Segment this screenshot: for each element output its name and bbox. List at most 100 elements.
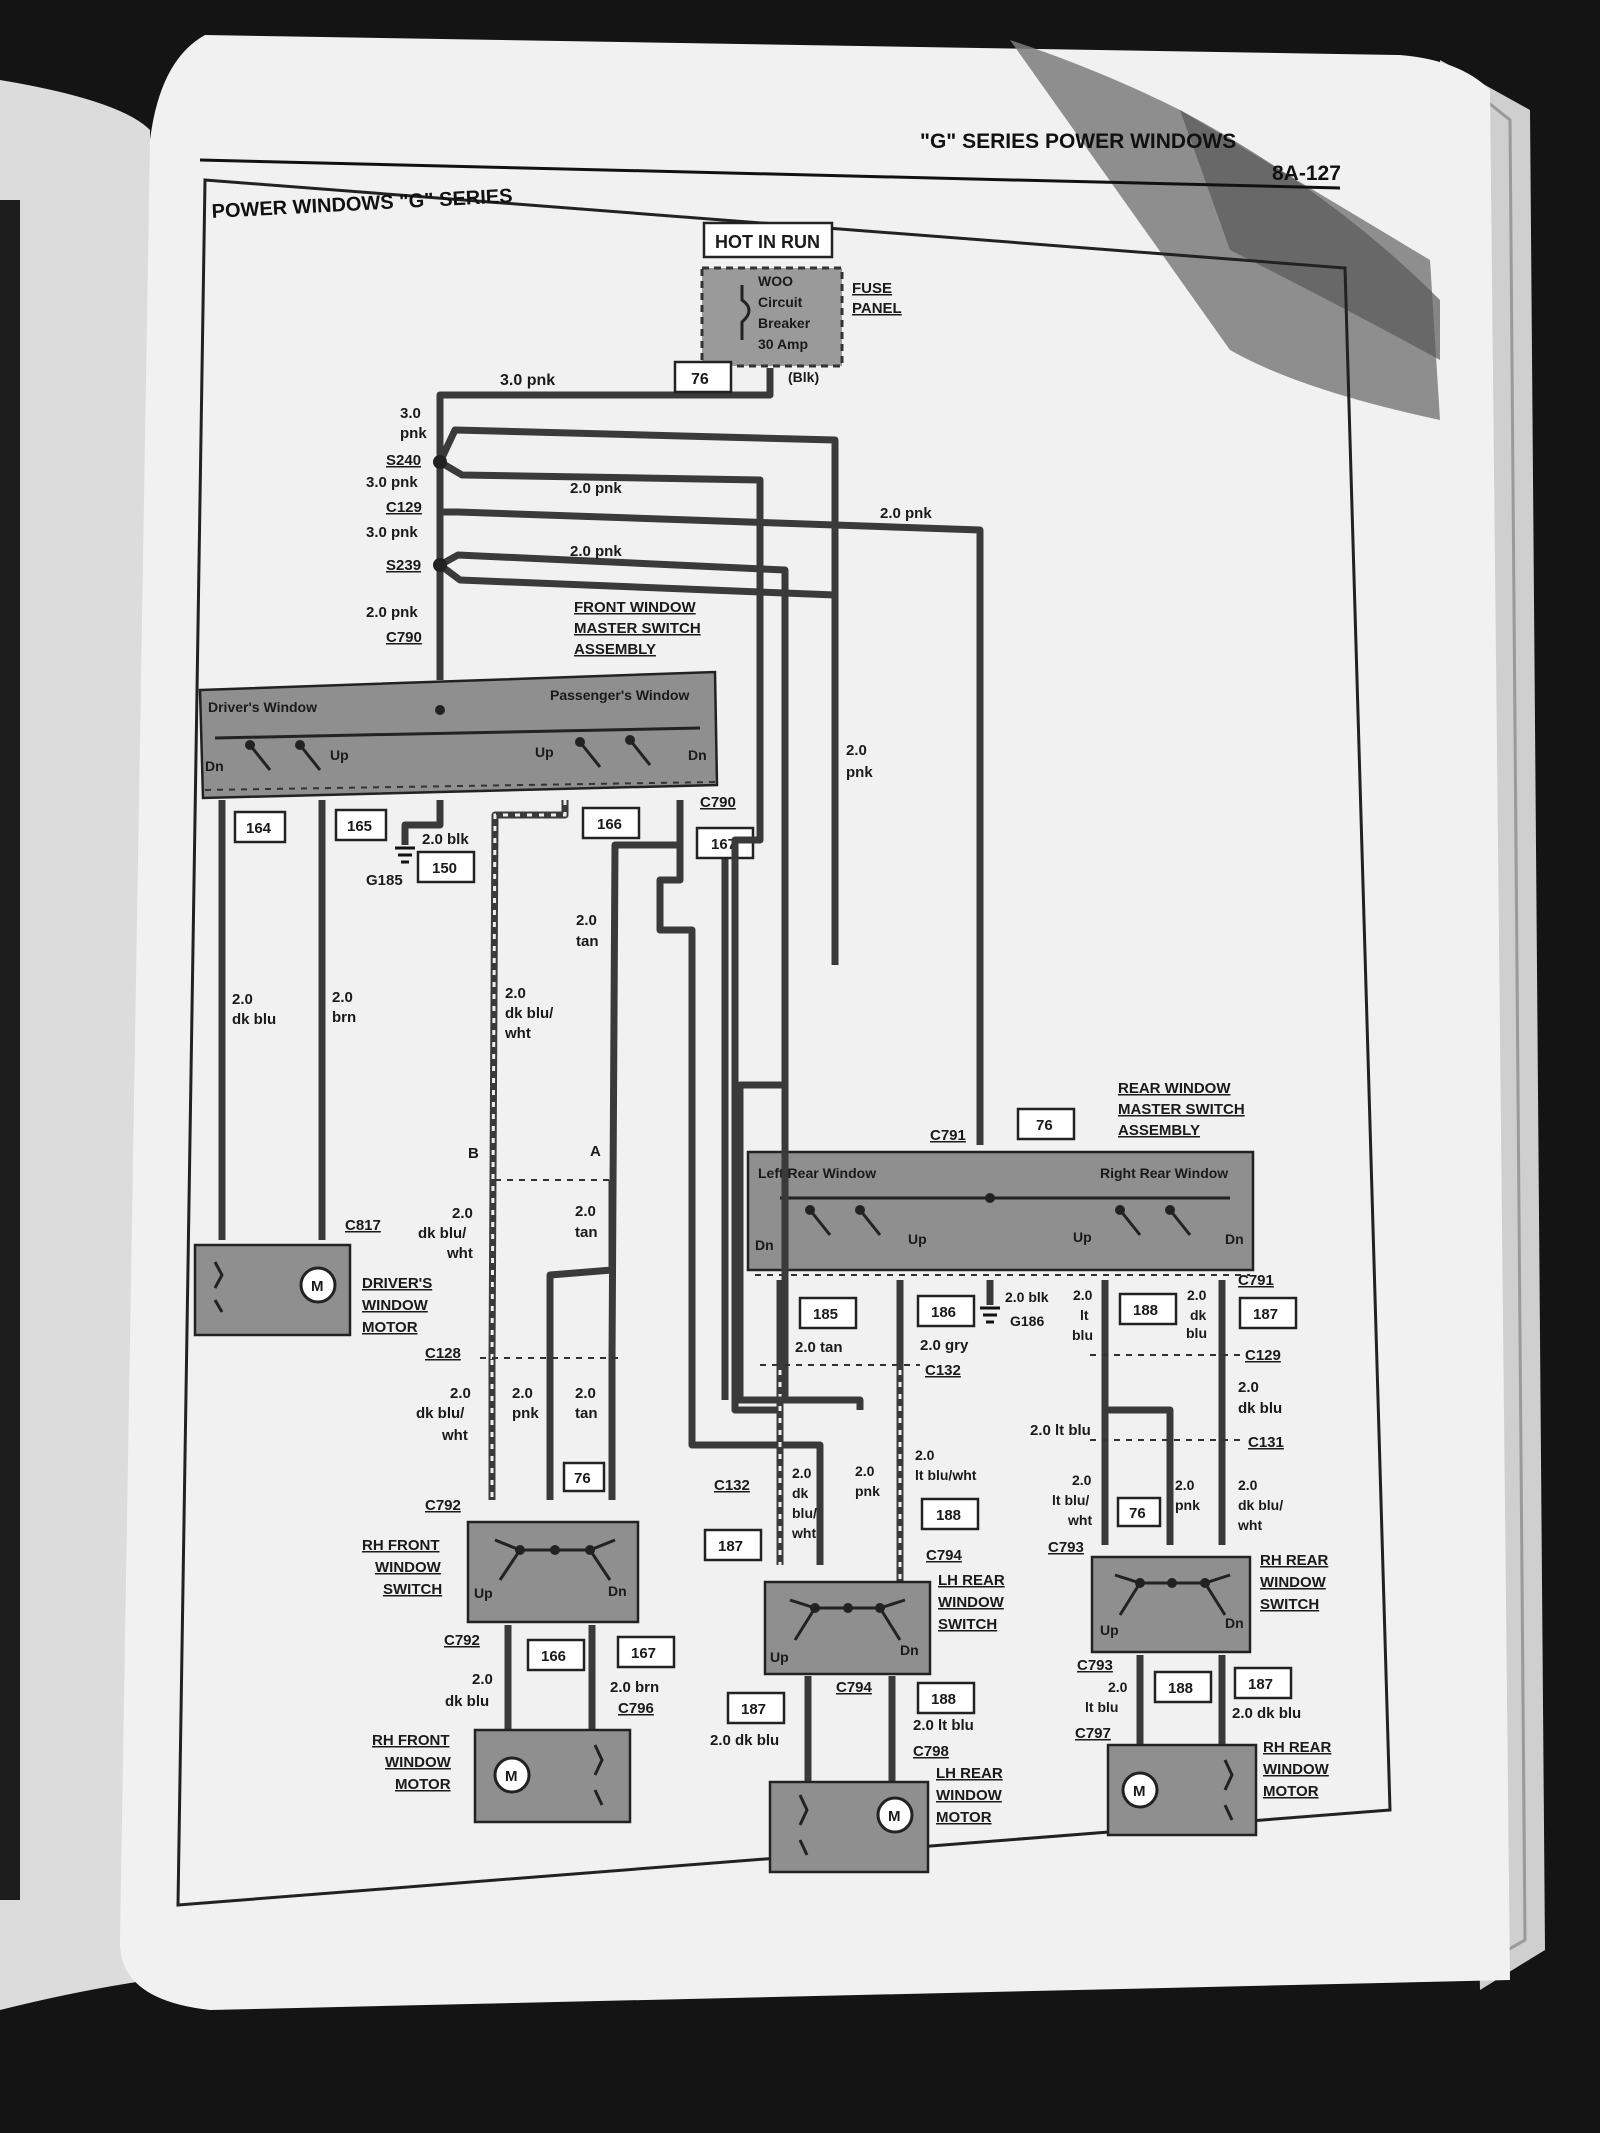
rear-contact-3 [985,1193,995,1203]
circuit-166-box [581,806,641,840]
rh-front-motor-m-icon [493,1756,531,1794]
circuit-150: 150 [432,860,457,877]
connector-S239: S239 [386,557,421,574]
rh-wire1-stripe: wht [441,1427,468,1444]
connector-C132: C132 [925,1362,961,1379]
lh-rear-motor-circuit [798,1794,809,1856]
rh-rear-motor-m-label: M [1133,1783,1146,1800]
connector-C793-top: C793 [1048,1539,1084,1556]
rh-rear-window-switch [1090,1555,1252,1654]
circuit-185-box [798,1296,858,1330]
wire-label-pnk-v: pnk [846,764,873,781]
rhr-wire1-stripe: wht [1067,1512,1092,1528]
rh-rear-motor-m-icon [1121,1771,1159,1809]
rhr-wire3-color: dk blu/ [1238,1497,1283,1513]
front-master-line2: MASTER SWITCH [574,620,701,637]
rhr-motor-wire1-gauge: 2.0 [1108,1679,1128,1695]
lh-rear-motor-line2: WINDOW [936,1787,1003,1804]
connector-C128: C128 [425,1345,461,1362]
wire-g186-label: 2.0 blk [1005,1289,1049,1305]
wire-label-30: 3.0 [400,405,421,422]
circuit-187-lh: 187 [718,1538,743,1555]
front-connector-line [204,781,716,791]
rh-rear-motor-line1: RH REAR [1263,1739,1332,1756]
front-master-switch [198,670,719,800]
connector-G185: G185 [366,872,403,889]
splice-S240 [433,455,447,469]
rhr-motor-wire2-label: 2.0 dk blu [1232,1705,1301,1722]
rh-front-dn: Dn [608,1583,627,1599]
wire-188-lt: lt [1080,1307,1089,1323]
wire-186-label: 2.0 gry [920,1337,969,1354]
wire-167 [608,800,684,1361]
lh-rear-contact-3 [875,1603,885,1613]
lh-rear-dn: Dn [900,1642,919,1658]
connector-C790-bottom: C790 [700,794,736,811]
wire-20pnk-c [438,551,789,1400]
wire-b-color: dk blu/ [418,1225,467,1242]
drivers-motor-circuit [213,1261,224,1313]
connector-C129-bottom: C129 [1245,1347,1281,1364]
circuit-166-rh: 166 [541,1648,566,1665]
circuit-150-box [416,850,476,884]
wire-20pnk-b [438,458,764,1400]
rh-wire1-gauge: 2.0 [450,1385,471,1402]
lh-rear-contact-2 [843,1603,853,1613]
circuit-breaker [700,266,844,368]
lh-rear-window-switch [763,1580,932,1676]
circuit-76-rhr-box [1116,1496,1162,1528]
lh-rear-switch-line2: WINDOW [938,1594,1005,1611]
lh-rear-motor-line1: LH REAR [936,1765,1003,1782]
lh-motor-wire1-label: 2.0 dk blu [710,1732,779,1749]
wire-167-to-rh [546,1180,616,1360]
connector-C791-top: C791 [930,1127,966,1144]
rhr-wire3-stripe: wht [1237,1517,1262,1533]
rh-front-switch-line3: SWITCH [383,1581,442,1598]
connector-C790-top: C790 [386,629,422,646]
front-master-line3: ASSEMBLY [574,641,656,658]
drivers-motor-line2: WINDOW [362,1297,429,1314]
breaker-symbol [740,285,751,340]
rh-front-switch-line1: RH FRONT [362,1537,440,1554]
rh-rear-switch-line1: RH REAR [1260,1552,1329,1569]
wire-20pnk-d [437,562,839,965]
right-rear-window-label: Right Rear Window [1100,1165,1228,1181]
circuit-76-rear: 76 [1036,1117,1053,1134]
lh-rear-motor-line3: MOTOR [936,1809,992,1826]
connector-C792-bottom: C792 [444,1632,480,1649]
rh-front-contact-3 [585,1545,595,1555]
rear-master-line3: ASSEMBLY [1118,1122,1200,1139]
wire-187-dk: dk [1190,1307,1207,1323]
wire-label-pnk: pnk [400,425,427,442]
rh-wire2-color: pnk [512,1405,539,1422]
rh-motor-wire1-color: dk blu [445,1693,489,1710]
header-rule [199,158,1341,190]
hot-in-run-label: HOT IN RUN [715,232,820,252]
diagram-frame [176,178,1392,1907]
wire-187-blu: blu [1186,1325,1207,1341]
circuit-188-lh: 188 [936,1507,961,1524]
circuit-165: 165 [347,818,372,835]
lh-wire3-color: lt blu/wht [915,1467,977,1483]
lh-wire1-gauge: 2.0 [792,1465,812,1481]
wire-187-route [656,845,824,1565]
rh-motor-wire2-label: 2.0 brn [610,1679,659,1696]
drivers-motor-m-icon [299,1266,337,1304]
connector-C798: C798 [913,1743,949,1760]
connector-C794-top: C794 [926,1547,963,1564]
rh-front-contact-2 [550,1545,560,1555]
rh-wire3-gauge: 2.0 [575,1385,596,1402]
circuit-187-lhm-box [726,1691,786,1725]
rear-up-right: Up [1073,1229,1092,1245]
rhr-motor-wire1-color: lt blu [1085,1699,1118,1715]
circuit-164: 164 [246,820,272,837]
rh-front-motor-line2: WINDOW [385,1754,452,1771]
lh-wire1-dk: dk [792,1485,809,1501]
left-page-edge [0,200,20,1900]
wire-ltblu [1105,1406,1174,1545]
rear-contact-5 [1165,1205,1175,1215]
front-contact-4 [575,737,585,747]
rh-front-window-switch [466,1520,640,1624]
rh-front-motor-m-label: M [505,1768,518,1785]
